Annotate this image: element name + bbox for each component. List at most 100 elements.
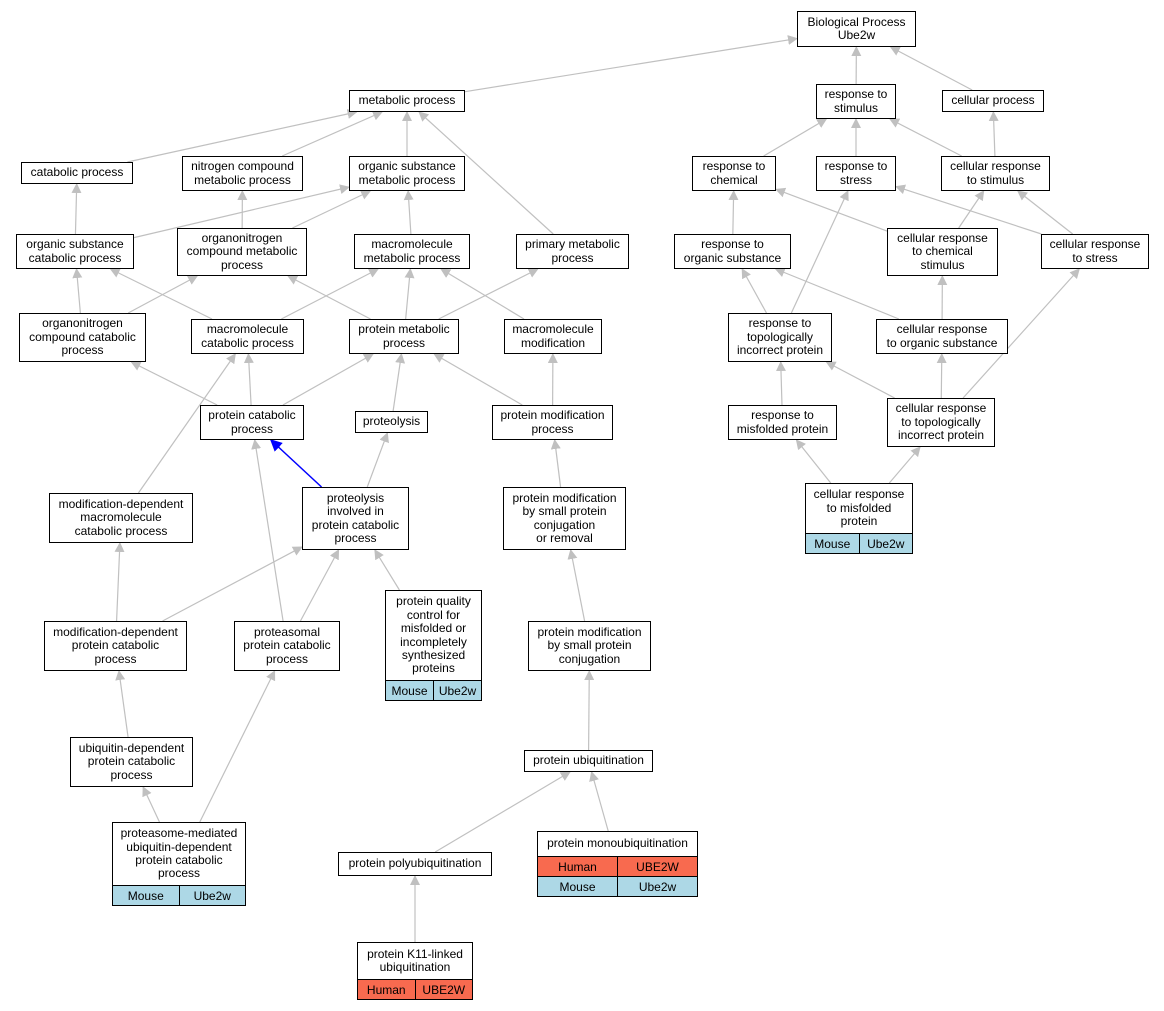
edge-pmudpc-to-papc (199, 670, 276, 823)
edge-osc-to-cat (71, 183, 82, 235)
node-label-line: misfolded or (400, 621, 467, 636)
annotation-species: Human (538, 857, 617, 876)
go-term-node-met: metabolic process (349, 90, 465, 112)
edge-mdmc-to-mcp (137, 353, 236, 494)
annotation-gene: UBE2W (414, 980, 472, 999)
node-label-line: protein modification (537, 624, 642, 639)
node-label-line: to chemical (912, 244, 973, 259)
edge-mmp-to-osm (403, 190, 414, 235)
node-label-line: process (220, 257, 263, 272)
node-label-line: by small protein (522, 504, 607, 519)
node-label-line: ubiquitin-dependent (78, 740, 185, 755)
edge-mdpc-to-picp (162, 546, 303, 622)
node-label-line: organonitrogen (42, 316, 123, 331)
edge-pmu-to-pubi (589, 771, 609, 832)
node-label-line: organonitrogen (201, 230, 283, 245)
node-label-line: response to (824, 159, 888, 174)
node-label-line: stimulus (833, 100, 878, 115)
node-label-line: process (265, 651, 308, 666)
node-label-line: catabolic process (30, 165, 124, 180)
node-label-line: topologically (746, 329, 814, 344)
node-label-line: Biological Process (807, 14, 906, 29)
node-label-line: proteasomal (253, 624, 321, 639)
node-label-line: ubiquitination (379, 960, 451, 974)
node-label: protein polyubiquitination (339, 853, 491, 875)
go-term-node-ppu: protein polyubiquitination (338, 852, 492, 876)
node-label-line: incorrect protein (897, 428, 985, 443)
node-label-line: proteins (412, 661, 455, 676)
edge-pqc-to-picp (374, 549, 400, 591)
annotation-gene: Ube2w (178, 886, 245, 905)
node-label-line: protein monoubiquitination (547, 836, 688, 851)
edge-crs-to-cp (988, 111, 999, 157)
edge-crs-to-rts (889, 118, 962, 157)
edge-ppu-to-pubi (434, 771, 571, 853)
edge-mcp-to-osc (109, 268, 213, 320)
edge-pmp-to-met (418, 111, 554, 235)
edge-rttip-to-rtst (790, 190, 849, 314)
node-label-line: synthesized (401, 647, 466, 662)
node-label-line: metabolic process (194, 172, 291, 187)
edge-cat-to-met (127, 109, 358, 163)
node-label-line: protein modification (512, 490, 617, 505)
edge-crcs-to-crs (958, 190, 985, 229)
edge-prm-to-pmp (438, 268, 539, 320)
edge-crst-to-crs (1017, 190, 1074, 235)
node-label-line: response to (702, 159, 766, 174)
node-label-line: metabolic process (358, 93, 456, 108)
node-label-line: conjugation (533, 517, 596, 532)
node-label-line: protein metabolic (358, 322, 450, 337)
edge-crmp-to-crtip (888, 446, 921, 484)
node-label-line: modification-dependent (53, 624, 178, 639)
node-label-line: control for (406, 607, 461, 622)
edge-osc-to-osm (133, 184, 350, 239)
edge-pmodp-to-prm (433, 353, 523, 406)
node-label-line: protein ubiquitination (533, 753, 644, 768)
edge-pubi-to-pmspc (584, 670, 595, 751)
node-label-line: protein catabolic (311, 517, 400, 532)
node-label-line: protein catabolic (87, 754, 176, 769)
node-label-line: misfolded protein (736, 421, 829, 436)
node-label-line: conjugation (558, 651, 621, 666)
node-label-line: cellular process (951, 93, 1035, 108)
node-label-line: proteasome-mediated (120, 826, 238, 841)
node-label-line: response to (701, 237, 764, 252)
edge-crtip-to-cros (936, 353, 947, 399)
node-label-line: process (531, 421, 574, 436)
node-label-line: protein modification (500, 408, 605, 423)
node-label-line: primary metabolic (525, 237, 620, 252)
edge-mdpc-to-mdmc (114, 542, 125, 622)
